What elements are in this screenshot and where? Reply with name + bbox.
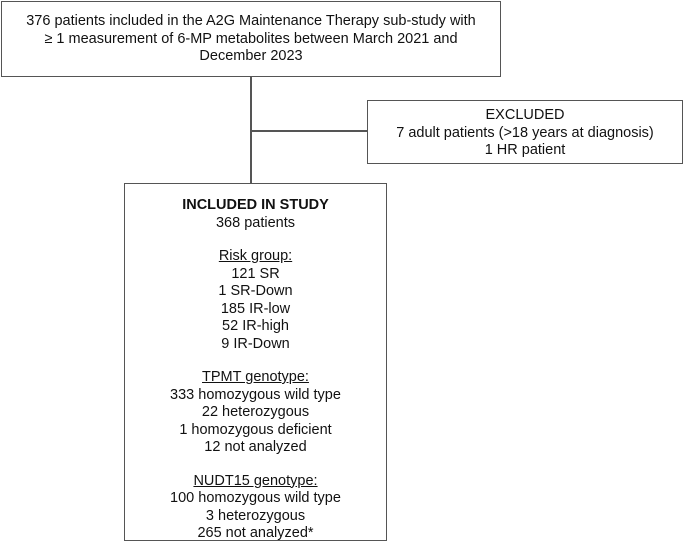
nudt15-heading: NUDT15 genotype: (193, 472, 318, 489)
risk-group-heading: Risk group: (218, 248, 293, 264)
enrollment-line: December 2023 (199, 48, 303, 64)
excluded-line: 1 HR patient (484, 142, 566, 158)
tpmt-item: 22 heterozygous (201, 404, 310, 420)
risk-group-item: 52 IR-high (222, 318, 289, 334)
connector-branch-line (250, 130, 367, 132)
included-count: 368 patients (215, 214, 295, 231)
enrollment-line: ≥ 1 measurement of 6-MP metabolites betw… (44, 30, 458, 47)
risk-group-item: 185 IR-low (220, 300, 291, 317)
risk-group-item: 9 IR-Down (221, 335, 290, 352)
tpmt-item: 1 homozygous deficient (179, 421, 332, 438)
included-title: INCLUDED IN STUDY (182, 197, 329, 213)
nudt15-item: 100 homozygous wild type (170, 490, 341, 506)
tpmt-item: 12 not analyzed (204, 439, 307, 455)
enrollment-line: 376 patients included in the A2G Mainten… (26, 13, 476, 29)
nudt15-item: 265 not analyzed* (197, 525, 314, 541)
excluded-box: EXCLUDED 7 adult patients (>18 years at … (367, 100, 683, 164)
risk-group-item: 121 SR (231, 265, 280, 282)
excluded-line: 7 adult patients (>18 years at diagnosis… (396, 124, 654, 141)
excluded-title: EXCLUDED (485, 107, 565, 123)
risk-group-item: 1 SR-Down (218, 283, 293, 299)
nudt15-item: 3 heterozygous (205, 507, 306, 524)
included-box: INCLUDED IN STUDY 368 patients Risk grou… (124, 183, 387, 541)
tpmt-item: 333 homozygous wild type (170, 386, 341, 403)
tpmt-heading: TPMT genotype: (202, 369, 309, 385)
enrollment-box: 376 patients included in the A2G Mainten… (1, 1, 501, 77)
